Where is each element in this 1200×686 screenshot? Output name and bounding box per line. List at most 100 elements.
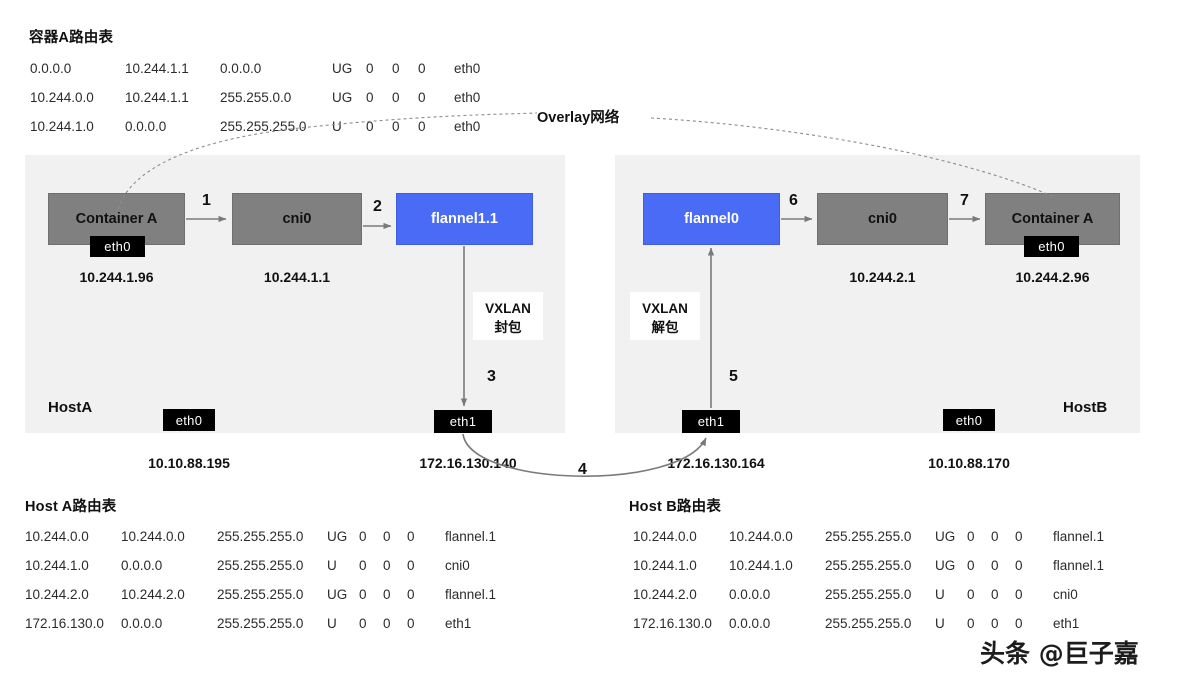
table-cell: UG [332, 61, 353, 76]
table-cell: eth1 [1053, 616, 1080, 631]
table-cell: 0 [359, 529, 367, 544]
step-number-2: 2 [373, 198, 382, 215]
table-cell: 255.255.255.0 [217, 529, 304, 544]
eth0-badge-label: eth0 [175, 412, 203, 428]
eth1-badge-label: eth1 [697, 414, 725, 429]
table-cell: 10.244.1.0 [633, 558, 697, 573]
eth0-badge-label: eth0 [955, 412, 983, 428]
table-cell: 0.0.0.0 [729, 616, 771, 631]
table-cell: 0 [967, 587, 975, 602]
table-cell: 10.244.2.0 [121, 587, 185, 602]
table-cell: 0 [392, 61, 400, 76]
table-cell: 10.244.1.1 [125, 61, 189, 76]
eth1-badge-label: eth1 [449, 414, 477, 429]
table-cell: eth1 [445, 616, 472, 631]
table-cell: 0 [991, 587, 999, 602]
vxlan-encap-line1: VXLAN [485, 301, 531, 316]
ip-label-eth1-host-a: 172.16.130.140 [419, 455, 517, 471]
vxlan-decap-line1: VXLAN [642, 301, 688, 316]
ip-label-cni0-host-a: 10.244.1.1 [263, 269, 331, 285]
table-cell: 10.244.0.0 [633, 529, 697, 544]
table-cell: 0 [407, 616, 415, 631]
table-cell: U [332, 119, 342, 134]
table-cell: 0.0.0.0 [121, 558, 163, 573]
table-cell: 0 [967, 616, 975, 631]
table-cell: 0 [383, 616, 391, 631]
table-cell: 255.255.255.0 [217, 558, 304, 573]
host-a-name: HostA [48, 399, 93, 416]
vxlan-encap-line2: 封包 [494, 320, 522, 335]
host-a-table-title: Host A路由表 [25, 499, 117, 515]
step-number-4: 4 [578, 461, 587, 478]
node-cni0-host-b[interactable]: cni0 [817, 193, 948, 245]
ip-label-container-a-host-b: 10.244.2.96 [1015, 269, 1090, 285]
table-cell: 0 [1015, 587, 1023, 602]
table-cell: 172.16.130.0 [633, 616, 712, 631]
table-cell: 0 [991, 558, 999, 573]
table-cell: 0.0.0.0 [220, 61, 262, 76]
ip-label-container-a-host-a: 10.244.1.96 [79, 269, 154, 285]
table-cell: flannel.1 [1053, 558, 1105, 573]
watermark: 头条 @巨子嘉 [980, 634, 1139, 670]
table-cell: 0 [366, 119, 374, 134]
host-b-table-title: Host B路由表 [629, 499, 722, 515]
ip-label-cni0-host-b: 10.244.2.1 [849, 269, 916, 285]
node-label: cni0 [867, 211, 897, 227]
table-cell: 0.0.0.0 [125, 119, 167, 134]
eth0-badge-label: eth0 [1038, 239, 1065, 254]
overlay-network-label: Overlay网络 [537, 110, 620, 126]
step-number-1: 1 [202, 192, 211, 209]
table-cell: 10.244.0.0 [25, 529, 89, 544]
table-cell: 0 [967, 529, 975, 544]
table-cell: flannel.1 [1053, 529, 1105, 544]
vxlan-decap-line2: 解包 [651, 320, 679, 335]
step-number-3: 3 [487, 368, 496, 385]
table-cell: U [327, 616, 337, 631]
eth0-badge-host-a: eth0 [163, 409, 215, 431]
step-number-5: 5 [729, 368, 738, 385]
ip-label-eth0-host-a: 10.10.88.195 [148, 455, 230, 471]
table-cell: 255.255.255.0 [825, 558, 912, 573]
table-cell: 0 [383, 529, 391, 544]
table-cell: 0 [383, 587, 391, 602]
table-cell: 255.255.255.0 [217, 616, 304, 631]
table-cell: 10.244.1.0 [25, 558, 89, 573]
table-cell: 0 [407, 587, 415, 602]
ip-label-eth1-host-b: 172.16.130.164 [667, 455, 765, 471]
table-cell: UG [935, 558, 956, 573]
step-number-6: 6 [789, 192, 798, 209]
eth0-badge-label: eth0 [104, 239, 131, 254]
table-cell: 0.0.0.0 [30, 61, 72, 76]
table-cell: 0 [1015, 558, 1023, 573]
node-flannel11-host-a[interactable]: flannel1.1 [396, 193, 533, 245]
table-cell: UG [332, 90, 353, 105]
table-cell: 0 [1015, 529, 1023, 544]
table-cell: 255.255.255.0 [217, 587, 304, 602]
table-cell: 0 [359, 558, 367, 573]
table-cell: 0 [366, 61, 374, 76]
step-number-7: 7 [960, 192, 969, 209]
table-cell: U [935, 616, 945, 631]
vxlan-encap-box: VXLAN 封包 [473, 292, 543, 340]
node-cni0-host-a[interactable]: cni0 [232, 193, 362, 245]
table-cell: 0 [418, 119, 426, 134]
table-cell: UG [327, 587, 348, 602]
node-flannel0-host-b[interactable]: flannel0 [643, 193, 780, 245]
table-cell: 0 [366, 90, 374, 105]
table-cell: UG [327, 529, 348, 544]
table-cell: 0 [1015, 616, 1023, 631]
table-cell: eth0 [454, 119, 481, 134]
host-b-name: HostB [1063, 399, 1108, 416]
